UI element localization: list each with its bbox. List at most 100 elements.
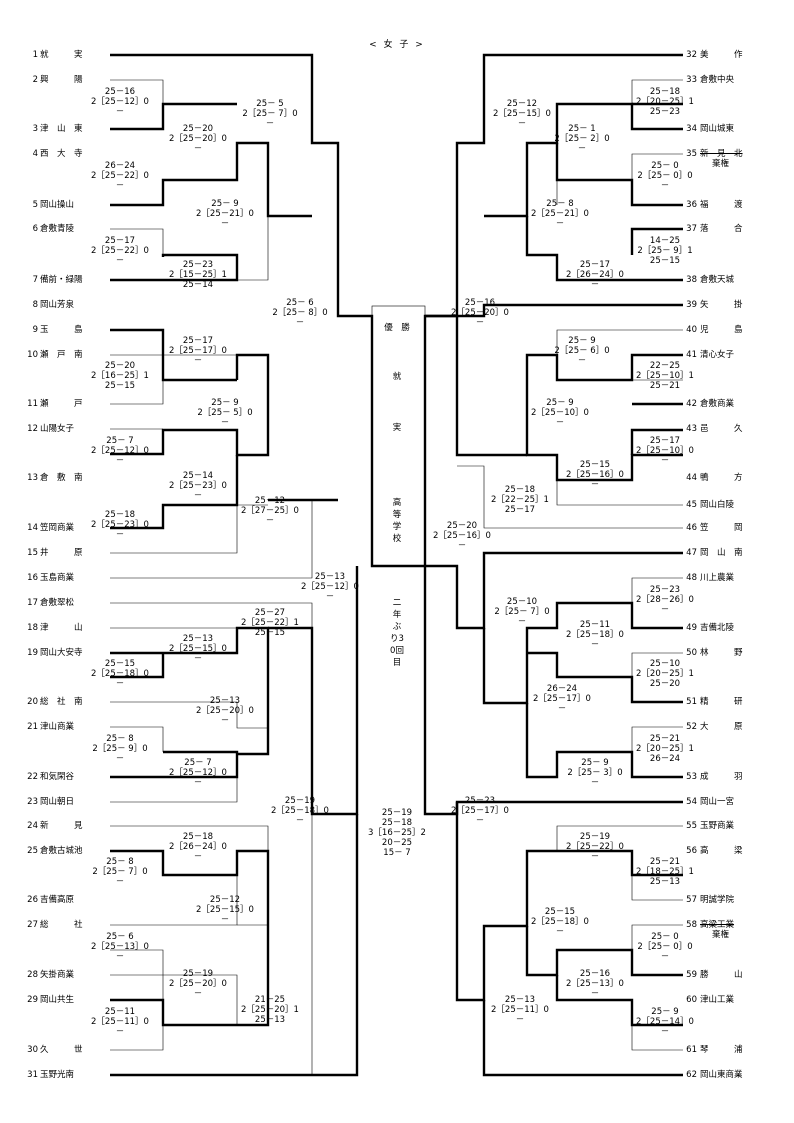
team-name: 大 原 bbox=[700, 722, 743, 732]
score-line: 2［20－25］1 bbox=[636, 744, 694, 754]
team-number: 55 bbox=[686, 821, 697, 831]
team-number: 28 bbox=[27, 970, 38, 980]
score-line: 2［25－15］0 bbox=[493, 109, 551, 119]
team-name: 精 研 bbox=[700, 697, 743, 707]
score-line: － bbox=[517, 119, 527, 129]
team-name: 総 社 bbox=[40, 920, 83, 930]
score-line: 25－15 bbox=[579, 460, 611, 470]
score-line: 25－ 9 bbox=[651, 1007, 679, 1017]
score-line: 2［25－ 6］0 bbox=[554, 346, 610, 356]
score-line: 25－19 bbox=[182, 969, 214, 979]
score-line: － bbox=[457, 541, 467, 551]
score-line: 2［20－25］1 bbox=[636, 669, 694, 679]
withdrawal-note: 棄権 bbox=[712, 930, 730, 940]
score-line: 25－18 bbox=[504, 485, 536, 495]
score-line: － bbox=[660, 181, 670, 191]
score-line: 25－14 bbox=[182, 280, 214, 290]
team-number: 5 bbox=[32, 200, 38, 210]
score-line: 2［25－20］0 bbox=[169, 134, 227, 144]
team-number: 18 bbox=[27, 623, 38, 633]
team-name: 倉敷中央 bbox=[700, 75, 735, 85]
score-line: 2［25－10］0 bbox=[531, 408, 589, 418]
score-line: 25－20 bbox=[446, 521, 478, 531]
team-number: 19 bbox=[27, 648, 38, 658]
team-name: 新 見 北 bbox=[700, 149, 743, 159]
score-line: 2［25－22］0 bbox=[91, 171, 149, 181]
score-line: 21－25 bbox=[254, 995, 286, 1005]
score-line: 25－ 7 bbox=[184, 758, 212, 768]
score-line: 2［25－20］0 bbox=[451, 308, 509, 318]
score-line: － bbox=[555, 418, 565, 428]
score-line: 2［25－21］0 bbox=[531, 209, 589, 219]
score-line: － bbox=[660, 456, 670, 466]
score-line: － bbox=[517, 617, 527, 627]
score-line: － bbox=[115, 530, 125, 540]
team-number: 33 bbox=[686, 75, 697, 85]
score-line: 25－ 9 bbox=[546, 398, 574, 408]
score-line: 25－11 bbox=[104, 1007, 136, 1017]
score-line: 25－21 bbox=[649, 857, 681, 867]
score-line: － bbox=[295, 816, 305, 826]
team-number: 59 bbox=[686, 970, 697, 980]
score-line: － bbox=[220, 716, 230, 726]
team-name: 林 野 bbox=[700, 648, 743, 658]
score-line: 25－17 bbox=[104, 236, 136, 246]
team-number: 27 bbox=[27, 920, 38, 930]
team-number: 34 bbox=[686, 124, 697, 134]
team-name: 落 合 bbox=[700, 224, 743, 234]
team-name: 備前・緑陽 bbox=[40, 275, 83, 285]
team-number: 36 bbox=[686, 200, 697, 210]
team-number: 40 bbox=[686, 325, 697, 335]
score-line: 25－15 bbox=[254, 628, 286, 638]
score-line: 2［25－12］0 bbox=[91, 446, 149, 456]
score-line: 14－25 bbox=[649, 236, 681, 246]
score-line: － bbox=[115, 256, 125, 266]
score-line: 25－ 1 bbox=[568, 124, 596, 134]
score-line: 25－ 8 bbox=[106, 857, 134, 867]
team-number: 35 bbox=[686, 149, 697, 159]
team-name: 玉野光南 bbox=[40, 1070, 75, 1080]
score-line: 25－12 bbox=[254, 496, 286, 506]
team-name: 新 見 bbox=[40, 821, 83, 831]
score-line: 25－13 bbox=[504, 995, 536, 1005]
team-number: 48 bbox=[686, 573, 697, 583]
team-number: 43 bbox=[686, 424, 697, 434]
team-number: 30 bbox=[27, 1045, 38, 1055]
score-line: 25－13 bbox=[314, 572, 346, 582]
score-line: 2［25－ 0］0 bbox=[637, 171, 693, 181]
score-line: － bbox=[555, 927, 565, 937]
team-number: 49 bbox=[686, 623, 697, 633]
team-name: 倉敷商業 bbox=[700, 399, 735, 409]
score-line: － bbox=[220, 418, 230, 428]
score-line: 25－15 bbox=[104, 381, 136, 391]
score-line: － bbox=[577, 144, 587, 154]
team-number: 9 bbox=[32, 325, 38, 335]
team-number: 17 bbox=[27, 598, 38, 608]
team-number: 10 bbox=[27, 350, 38, 360]
team-number: 25 bbox=[27, 846, 38, 856]
team-name: 福 渡 bbox=[700, 200, 743, 210]
score-line: 25－21 bbox=[649, 381, 681, 391]
team-number: 31 bbox=[27, 1070, 38, 1080]
